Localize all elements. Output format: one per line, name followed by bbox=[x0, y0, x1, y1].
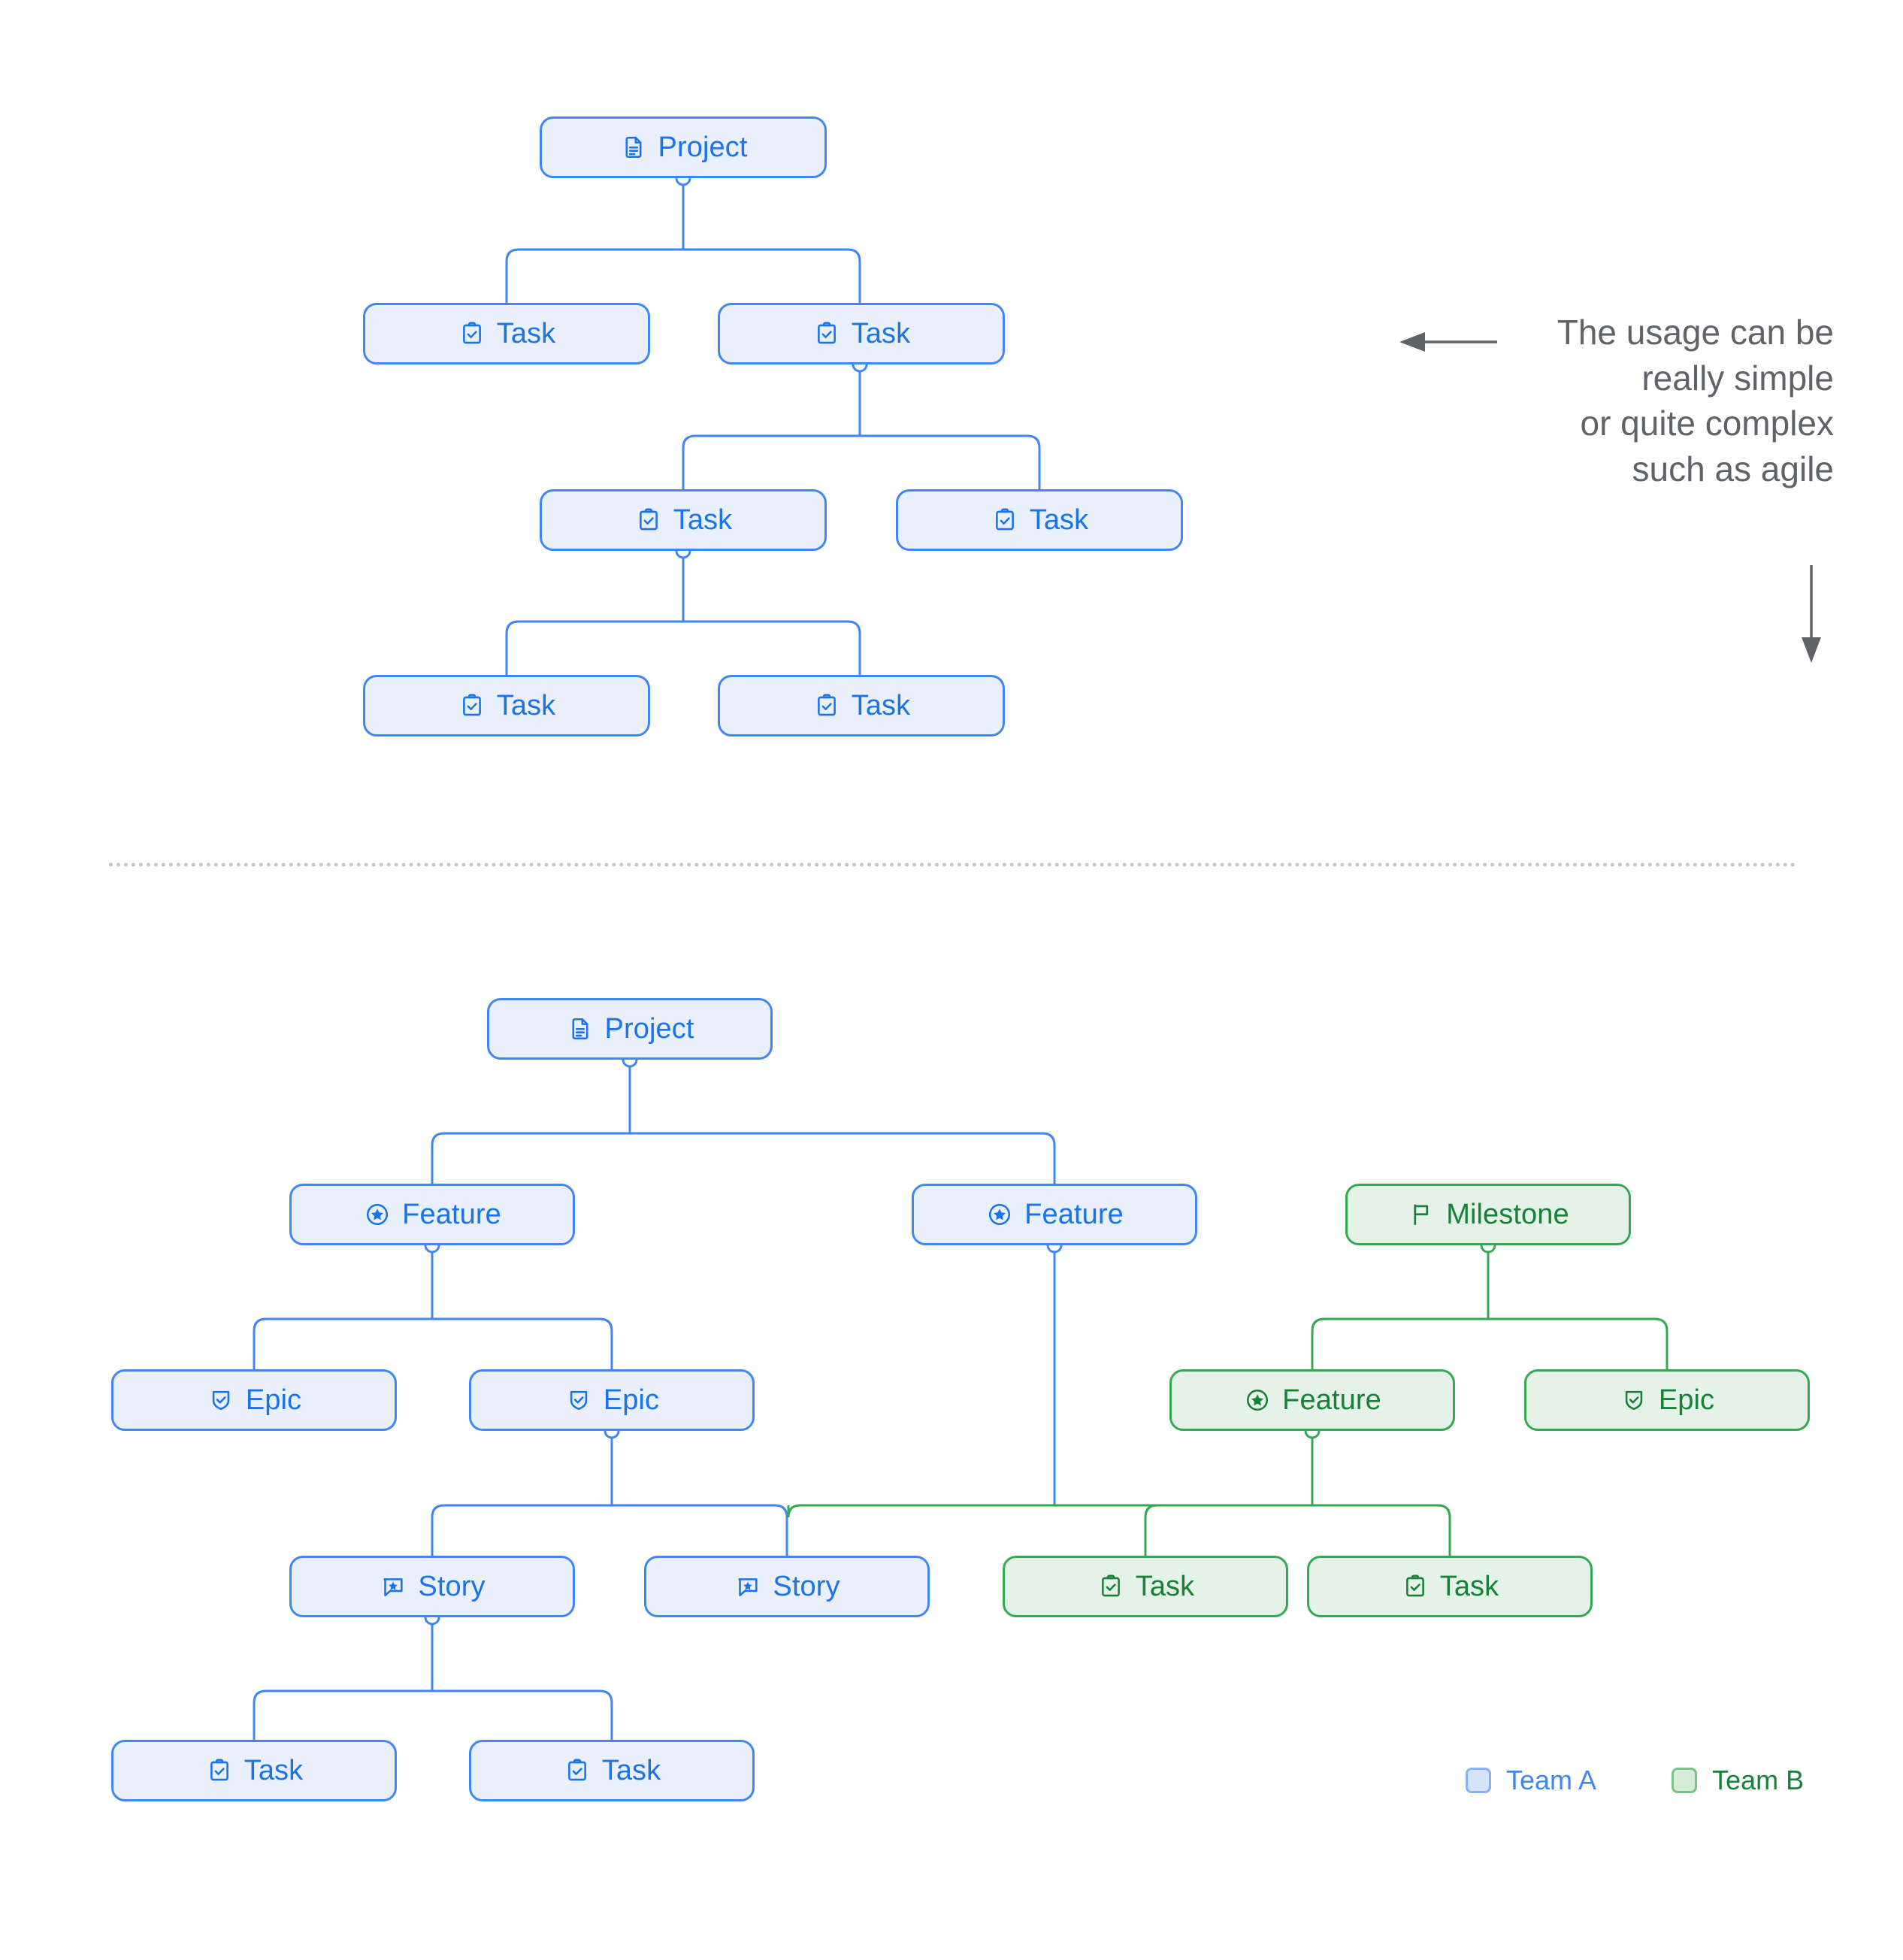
annotation-line: really simple bbox=[1641, 358, 1834, 398]
task-icon bbox=[205, 1756, 234, 1785]
task-icon bbox=[991, 506, 1019, 534]
edge-group-feature3 bbox=[787, 1431, 1451, 1556]
node-milestone[interactable]: Milestone bbox=[1345, 1184, 1631, 1245]
node-label: Task bbox=[496, 318, 556, 349]
feature-icon bbox=[1243, 1386, 1272, 1414]
feature-icon bbox=[363, 1200, 392, 1229]
task-icon bbox=[812, 691, 841, 720]
node-label: Task bbox=[851, 318, 911, 349]
down-arrow-icon bbox=[1796, 565, 1826, 663]
node-task[interactable]: Task bbox=[363, 675, 650, 737]
node-project[interactable]: Project bbox=[487, 998, 773, 1060]
node-label: Task bbox=[244, 1755, 304, 1786]
legend-label: Team A bbox=[1506, 1765, 1597, 1795]
milestone-icon bbox=[1407, 1200, 1436, 1229]
node-label: Feature bbox=[1024, 1199, 1124, 1230]
task-icon bbox=[1401, 1572, 1430, 1601]
node-story[interactable]: Story bbox=[289, 1556, 575, 1617]
node-label: Task bbox=[1135, 1571, 1195, 1602]
node-label: Task bbox=[1439, 1571, 1499, 1602]
edge-group-story1 bbox=[253, 1617, 613, 1740]
task-icon bbox=[563, 1756, 591, 1785]
section-divider bbox=[109, 863, 1796, 867]
node-label: Task bbox=[1029, 504, 1089, 536]
node-task[interactable]: Task bbox=[718, 303, 1005, 364]
node-task[interactable]: Task bbox=[1307, 1556, 1593, 1617]
edge-group-simple-level2 bbox=[682, 364, 1041, 489]
node-task[interactable]: Task bbox=[363, 303, 650, 364]
edge-group-epic2 bbox=[431, 1431, 788, 1556]
node-feature[interactable]: Feature bbox=[289, 1184, 575, 1245]
node-feature[interactable]: Feature bbox=[1169, 1369, 1455, 1431]
annotation-line: or quite complex bbox=[1580, 404, 1835, 443]
task-icon bbox=[458, 691, 486, 720]
node-label: Task bbox=[851, 690, 911, 721]
edge-group-feature1 bbox=[253, 1245, 613, 1369]
node-label: Task bbox=[496, 690, 556, 721]
node-story[interactable]: Story bbox=[644, 1556, 930, 1617]
task-icon bbox=[458, 319, 486, 348]
legend-item-team-a[interactable]: Team A bbox=[1466, 1765, 1596, 1796]
node-label: Task bbox=[673, 504, 733, 536]
document-icon bbox=[619, 133, 648, 162]
left-arrow-icon bbox=[1399, 329, 1497, 355]
annotation-line: The usage can be bbox=[1557, 313, 1834, 352]
node-task[interactable]: Task bbox=[718, 675, 1005, 737]
node-label: Story bbox=[773, 1571, 840, 1602]
epic-icon bbox=[564, 1386, 593, 1414]
node-project[interactable]: Project bbox=[540, 116, 827, 178]
node-label: Project bbox=[658, 132, 748, 163]
annotation-text: The usage can be really simple or quite … bbox=[1157, 310, 1834, 492]
edge-group-agile-root bbox=[431, 1060, 1056, 1184]
node-label: Milestone bbox=[1446, 1199, 1569, 1230]
node-task[interactable]: Task bbox=[469, 1740, 755, 1801]
legend: Team A Team B bbox=[1466, 1765, 1804, 1796]
edge-group-milestone bbox=[1311, 1245, 1669, 1369]
document-icon bbox=[566, 1015, 594, 1043]
task-icon bbox=[1097, 1572, 1125, 1601]
node-label: Epic bbox=[245, 1384, 302, 1416]
task-icon bbox=[812, 319, 841, 348]
node-task[interactable]: Task bbox=[896, 489, 1183, 551]
node-epic[interactable]: Epic bbox=[1524, 1369, 1810, 1431]
legend-swatch-blue bbox=[1466, 1768, 1491, 1793]
feature-icon bbox=[985, 1200, 1014, 1229]
edge-group-simple-root bbox=[505, 178, 861, 303]
node-label: Epic bbox=[1658, 1384, 1715, 1416]
epic-icon bbox=[207, 1386, 235, 1414]
node-label: Project bbox=[604, 1013, 694, 1045]
legend-label: Team B bbox=[1712, 1765, 1805, 1795]
legend-item-team-b[interactable]: Team B bbox=[1672, 1765, 1804, 1796]
node-label: Feature bbox=[402, 1199, 501, 1230]
node-task[interactable]: Task bbox=[111, 1740, 397, 1801]
story-icon bbox=[379, 1572, 407, 1601]
node-label: Feature bbox=[1282, 1384, 1381, 1416]
story-icon bbox=[734, 1572, 762, 1601]
node-task[interactable]: Task bbox=[1003, 1556, 1288, 1617]
node-feature[interactable]: Feature bbox=[912, 1184, 1197, 1245]
node-label: Task bbox=[601, 1755, 661, 1786]
legend-swatch-green bbox=[1672, 1768, 1698, 1793]
node-epic[interactable]: Epic bbox=[469, 1369, 755, 1431]
edge-group-simple-level3 bbox=[505, 551, 861, 675]
task-icon bbox=[634, 506, 663, 534]
node-label: Story bbox=[418, 1571, 486, 1602]
node-task[interactable]: Task bbox=[540, 489, 827, 551]
node-epic[interactable]: Epic bbox=[111, 1369, 397, 1431]
annotation-line: such as agile bbox=[1632, 449, 1835, 489]
epic-icon bbox=[1620, 1386, 1648, 1414]
node-label: Epic bbox=[603, 1384, 660, 1416]
